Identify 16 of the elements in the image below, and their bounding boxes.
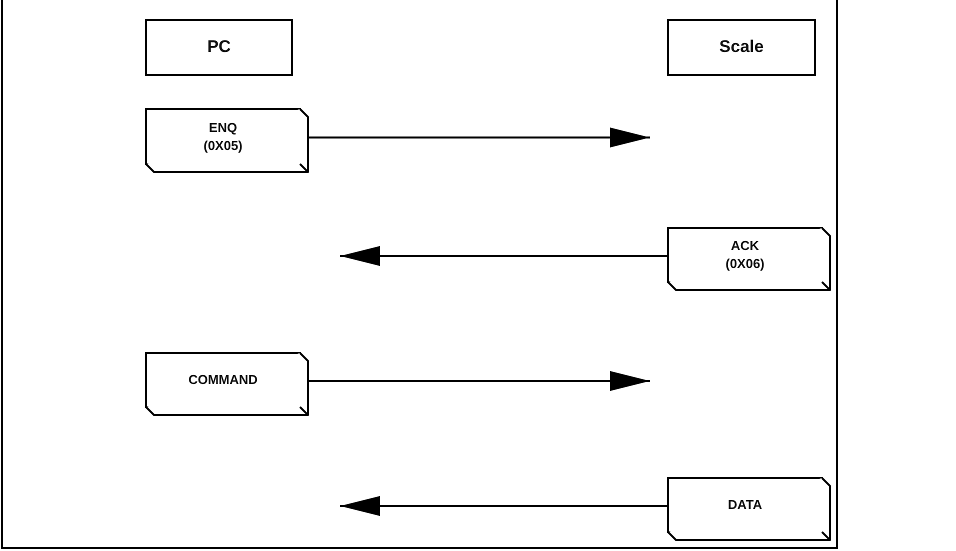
arrow (340, 496, 667, 516)
message-label: ENQ (0X05) (202, 118, 244, 154)
participant-box (145, 19, 293, 76)
message-block (667, 227, 831, 291)
message-label: DATA (728, 496, 762, 514)
arrow (340, 246, 667, 266)
participant-box (667, 19, 816, 76)
arrow (309, 128, 650, 148)
participant-label: Scale (719, 36, 764, 58)
message-label: COMMAND (188, 371, 258, 389)
message-label: ACK (0X06) (724, 237, 766, 273)
message-block (145, 108, 309, 173)
participant-label: PC (207, 36, 231, 58)
arrow (309, 371, 650, 391)
message-block (667, 477, 831, 541)
message-block (145, 352, 309, 416)
